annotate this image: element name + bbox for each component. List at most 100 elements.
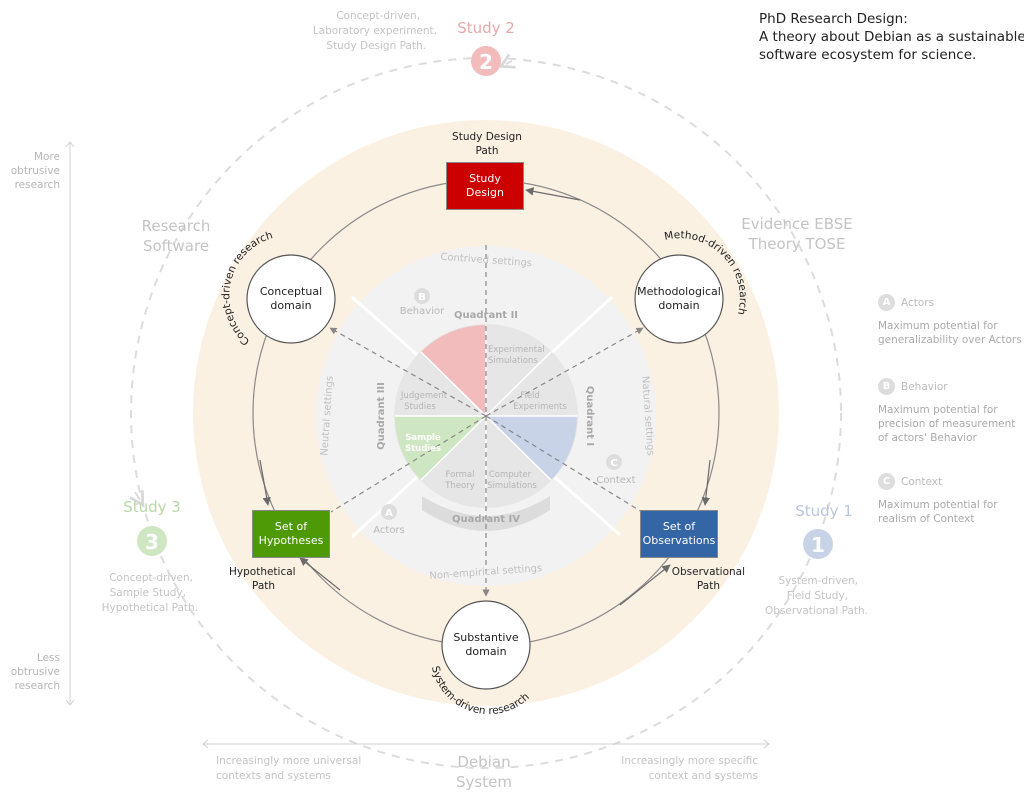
conceptual-label-1: Conceptual [260,285,322,298]
study-design-path-label-2: Path [475,145,498,157]
research-software-label-1: Research [142,217,211,235]
sample-studies-1: Sample [405,433,441,443]
study2-label: Study 2 [457,19,515,37]
arrow-to-observations [619,564,671,606]
legend-context-badge: C [878,473,895,490]
arrow-to-study3 [129,490,145,507]
inner-actors-label: Actors [373,525,405,536]
set-of-hypotheses-box: Set of Hypotheses [252,510,330,558]
inner-marker-b: B [414,288,430,304]
study3-label: Study 3 [123,498,181,516]
field-experiments-2: Experiments [513,402,567,412]
inner-marker-b-letter: B [418,292,426,303]
study3-badge: 3 [137,526,167,556]
dashed-to-methodological [485,327,644,417]
vertical-axis-top-1: More [33,151,60,163]
study3-desc-1: Concept-driven, [109,572,193,584]
vertical-axis-top-2: obtrusive [10,165,60,177]
study1-badge: 1 [803,529,833,559]
quadrant-ii-label: Quadrant II [454,310,518,321]
substantive-domain-circle [441,600,531,690]
vertical-axis-top-label: More obtrusive research [0,150,60,192]
wedge-sample-studies [394,416,486,480]
set-of-observations-box-label: Set of Observations [642,520,716,547]
quadrant-iv-band [422,496,550,531]
vertical-axis-top-3: research [14,179,60,191]
inner-context-label: Context [596,475,635,486]
wedge-field-experiments [486,416,578,480]
inner-behavior-label: Behavior [400,306,445,317]
quadrant-i-label: Quadrant I [584,386,595,446]
study2-desc-1: Concept-driven, [336,10,420,22]
theory-tose-label: Theory TOSE [748,235,846,253]
study1-desc-3: Observational Path. [765,605,868,617]
pie-dividers [395,325,577,507]
study-design-path-label-1: Study Design [452,131,522,143]
observational-path-label-2: Path [697,580,720,592]
experimental-simulations-2: Simulations [488,356,538,366]
dashed-to-hypotheses [330,415,487,513]
study3-number: 3 [145,530,159,554]
vertical-axis-bottom-3: research [14,680,60,692]
inner-marker-a: A [381,504,397,520]
research-software-label-2: Software [143,237,209,255]
quadrant-iii-label: Quadrant III [376,382,387,450]
vertical-axis-bottom-label: Less obtrusive research [0,651,60,693]
substantive-label-2: domain [465,645,506,658]
arrow-to-observations-top [701,459,711,506]
conceptual-label-2: domain [270,299,311,312]
horizontal-axis-arrow [202,739,770,749]
vertical-axis-arrow [65,141,75,706]
hypothetical-path-label-2: Path [252,580,275,592]
sample-studies-2: Studies [405,444,441,454]
study1-desc-2: Field Study, [787,590,848,602]
debian-label-2: System [456,773,512,791]
observational-path-label-1: Observational [672,566,745,578]
study2-number: 2 [479,50,493,74]
horizontal-axis-right-1: Increasingly more specific [621,755,758,767]
study2-desc-3: Study Design Path. [326,40,426,52]
legend-context-name: Context [901,475,943,488]
formal-theory-2: Theory [444,481,475,491]
computer-simulations-1: Computer [489,470,532,480]
arrow-to-hypothetical [299,557,341,591]
arrow-to-study-design [525,187,581,201]
title-line-2: A theory about Debian as a sustainable [759,29,1024,45]
arrow-to-study2 [498,53,516,69]
computer-simulations-2: Simulations [487,481,537,491]
study1-desc-1: System-driven, [778,575,858,587]
legend-behavior-name: Behavior [901,380,948,393]
study3-desc-3: Hypothetical Path. [102,602,198,614]
horizontal-axis-left-1: Increasingly more universal [216,755,361,767]
methodological-domain-circle [634,254,724,344]
legend-context-text: Maximum potential for realism of Context [878,499,998,525]
dashed-to-conceptual [329,327,487,417]
vertical-axis-bottom-1: Less [36,652,60,664]
study2-desc-2: Laboratory experiment, [313,25,437,37]
horizontal-axis-left-2: contexts and systems [216,770,331,782]
study1-label: Study 1 [795,502,853,520]
judgement-studies-1: Judgement [400,391,448,401]
hypothetical-path-label-1: Hypothetical [229,566,296,578]
study3-desc-2: Sample Study, [110,587,186,599]
legend-actors-badge: A [878,294,895,311]
debian-label-1: Debian [457,753,510,771]
set-of-observations-box: Set of Observations [640,510,718,558]
arrow-to-hypotheses [259,459,271,506]
legend-actors-text: Maximum potential for generalizability o… [878,320,1022,346]
title-line-3: software ecosystem for science. [759,47,977,63]
set-of-hypotheses-box-label: Set of Hypotheses [258,520,324,547]
substantive-label-1: Substantive [453,631,519,644]
study-design-box-label: Study Design [466,172,504,199]
legend-behavior-badge: B [878,378,895,395]
legend-context: C Context Maximum potential for realism o… [878,473,1024,526]
title-line-1: PhD Research Design: [759,11,908,27]
page-title: PhD Research Design: A theory about Debi… [759,10,1024,64]
judgement-studies-2: Studies [404,402,436,412]
conceptual-domain-circle [246,254,336,344]
quadrant-iv-label: Quadrant IV [452,514,520,525]
study2-badge: 2 [471,46,501,76]
